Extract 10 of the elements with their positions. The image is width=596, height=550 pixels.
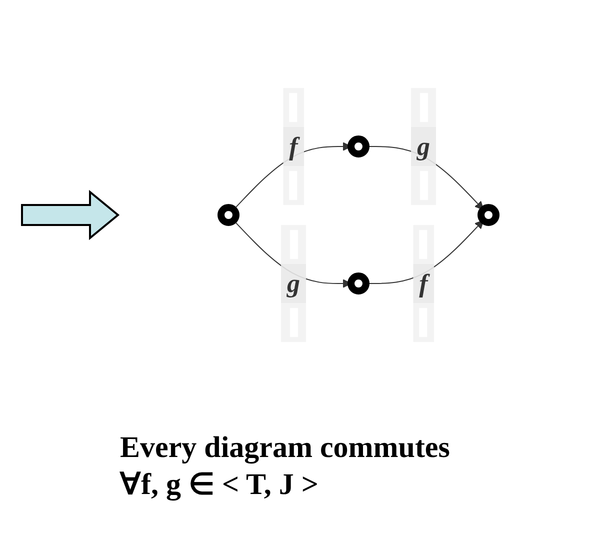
node-circle (347, 272, 369, 294)
edge-label: f (418, 269, 428, 298)
edge-label: g (286, 269, 300, 298)
edge-label: g (416, 132, 430, 161)
node-circle (347, 136, 369, 158)
edge-label: f (288, 132, 298, 161)
caption: Every diagram commutes (120, 430, 451, 466)
formula: ∀f, g ∈ < T, J > (120, 467, 320, 502)
node-circle (217, 204, 239, 226)
node-circle (477, 204, 499, 226)
